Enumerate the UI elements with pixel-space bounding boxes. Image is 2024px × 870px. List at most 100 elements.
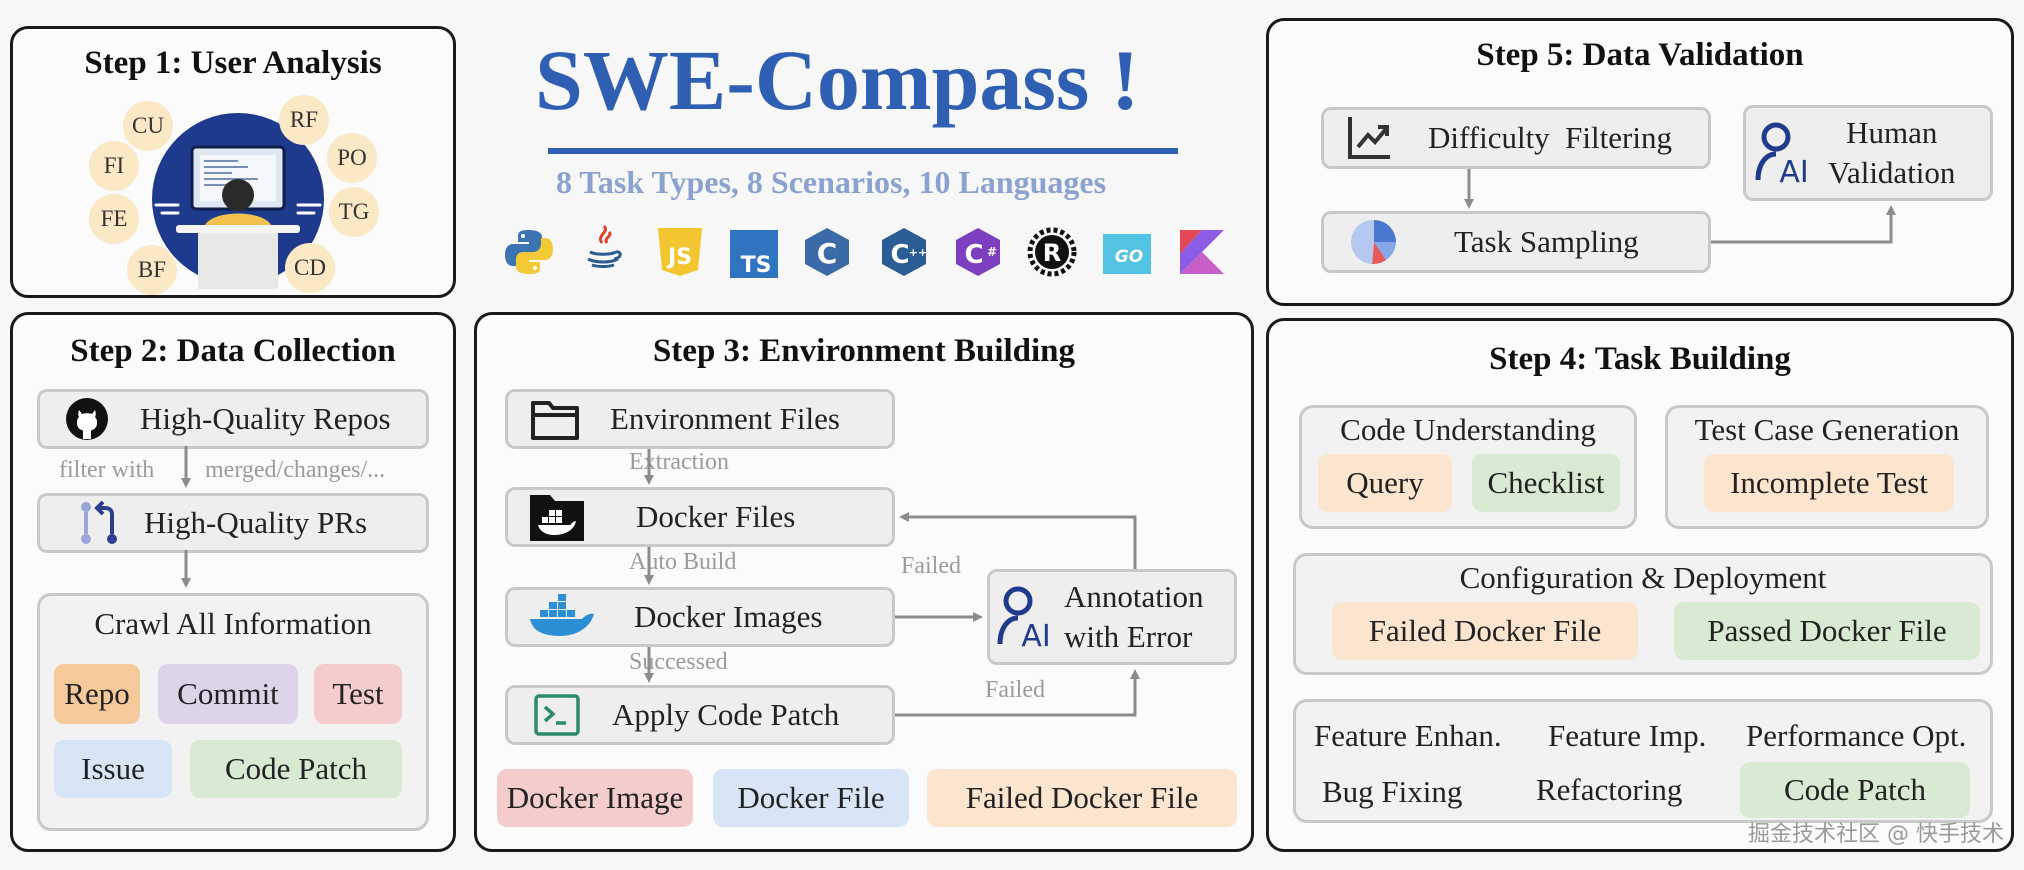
svg-text:AI: AI [1021,619,1050,650]
pull-request-icon [81,500,117,544]
java-icon [587,224,622,268]
kotlin-icon [1180,230,1224,274]
tag-circle: FE [89,194,139,244]
pie-chart-icon [1350,219,1396,265]
human-line1: Human [1846,115,1938,150]
task-sampling-box: Task Sampling [1321,211,1711,273]
feature-enhan-label: Feature Enhan. [1314,718,1502,753]
ai-person-icon: AI [997,586,1051,650]
chip-issue: Issue [54,740,172,798]
github-icon [66,398,108,440]
configuration-deployment-box: Configuration & Deployment Failed Docker… [1293,553,1993,675]
chip-test: Test [314,664,402,724]
docker-images-box: Docker Images [505,587,895,647]
step1-panel: Step 1: User Analysis CU RF FI PO FE TG … [10,26,456,298]
folder-icon [531,401,579,440]
step4-title: Step 4: Task Building [1489,341,1791,377]
code-understanding-title: Code Understanding [1340,412,1596,447]
step3-title: Step 3: Environment Building [652,333,1076,369]
tag-circle: RF [279,95,329,145]
step1-title: Step 1: User Analysis [84,45,382,81]
tag-circle: BF [127,245,177,295]
user-analysis-illustration [152,113,324,289]
feature-imp-label: Feature Imp. [1548,718,1707,753]
chip-code-patch: Code Patch [190,740,402,798]
chip-failed-docker-file: Failed Docker File [927,769,1237,827]
page-title: SWE-Compass ! [535,32,1140,128]
tag-circle: CD [285,243,335,293]
difficulty-label: Difficulty Filtering [1428,120,1672,155]
svg-text:++: ++ [909,246,927,259]
task-types-box: Feature Enhan. Feature Imp. Performance … [1293,699,1993,823]
docker-images-label: Docker Images [634,599,823,634]
high-quality-repos-box: High-Quality Repos [37,389,429,449]
svg-text:TS: TS [741,253,772,278]
python-icon [505,230,553,274]
step5-title: Step 5: Data Validation [1476,37,1804,73]
csharp-icon: C # [956,228,1000,276]
successed-note: Successed [629,649,728,675]
tag-circle: CU [123,101,173,151]
tag-circle: TG [329,187,379,237]
chip-code-patch: Code Patch [1740,762,1970,818]
docker-files-box: Docker Files [505,487,895,547]
crawl-info-box: Crawl All Information Repo Commit Test I… [37,593,429,831]
svg-text:#: # [987,245,997,259]
refactoring-label: Refactoring [1536,772,1683,807]
step5-arrows [1464,169,1896,244]
config-title: Configuration & Deployment [1459,560,1827,595]
annotation-line1: Annotation [1064,579,1204,614]
step3-panel: Step 3: Environment Building Environment… [474,312,1254,852]
env-files-label: Environment Files [610,401,840,436]
chip-passed-docker-file: Passed Docker File [1674,602,1980,660]
step3-arrows [644,449,1140,717]
step2-panel: Step 2: Data Collection High-Quality Rep… [10,312,456,852]
svg-text:R: R [1043,239,1061,267]
crawl-title: Crawl All Information [94,606,372,641]
filter-note-left: filter with [59,457,155,483]
svg-text:C: C [890,240,909,270]
apply-code-patch-box: Apply Code Patch [505,685,895,745]
high-quality-prs-box: High-Quality PRs [37,493,429,553]
chip-commit: Commit [158,664,298,724]
ai-person-icon: AI [1755,122,1809,186]
trend-chart-icon [1348,117,1390,159]
page-subtitle: 8 Task Types, 8 Scenarios, 10 Languages [556,164,1107,200]
filter-note-right: merged/changes/... [205,457,386,483]
svg-text:AI: AI [1779,155,1808,186]
chip-checklist: Checklist [1472,454,1620,512]
c-icon: C [805,228,849,276]
auto-build-note: Auto Build [629,549,737,575]
repos-label: High-Quality Repos [140,401,391,436]
tag-circle: PO [327,133,377,183]
human-line2: Validation [1828,155,1956,190]
watermark: 掘金技术社区 @ 快手技术 [1748,822,2004,847]
chip-docker-file: Docker File [713,769,909,827]
test-case-gen-title: Test Case Generation [1694,412,1960,447]
chip-failed-docker-file: Failed Docker File [1332,602,1638,660]
step2-arrows [181,446,191,588]
title-underline [548,148,1178,154]
code-understanding-box: Code Understanding Query Checklist [1299,405,1637,529]
cpp-icon: C ++ [882,228,927,276]
docker-whale-icon [530,594,594,636]
environment-files-box: Environment Files [505,389,895,449]
failed-note-bottom: Failed [985,677,1045,703]
docker-folder-icon [530,495,584,541]
sampling-label: Task Sampling [1454,224,1639,259]
go-icon: GO [1103,234,1151,274]
failed-note-top: Failed [901,553,961,579]
svg-text:C: C [964,240,983,270]
svg-text:JS: JS [666,245,692,270]
chip-query: Query [1318,454,1452,512]
performance-opt-label: Performance Opt. [1746,718,1967,753]
rust-icon: R [1027,227,1077,277]
apply-patch-label: Apply Code Patch [612,697,840,732]
test-case-generation-box: Test Case Generation Incomplete Test [1665,405,1989,529]
docker-files-label: Docker Files [636,499,796,534]
javascript-icon: JS [658,228,702,276]
chip-incomplete-test: Incomplete Test [1704,454,1954,512]
step2-title: Step 2: Data Collection [70,333,396,369]
step5-panel: Step 5: Data Validation Difficulty Filte… [1266,18,2014,306]
terminal-icon [534,694,580,736]
